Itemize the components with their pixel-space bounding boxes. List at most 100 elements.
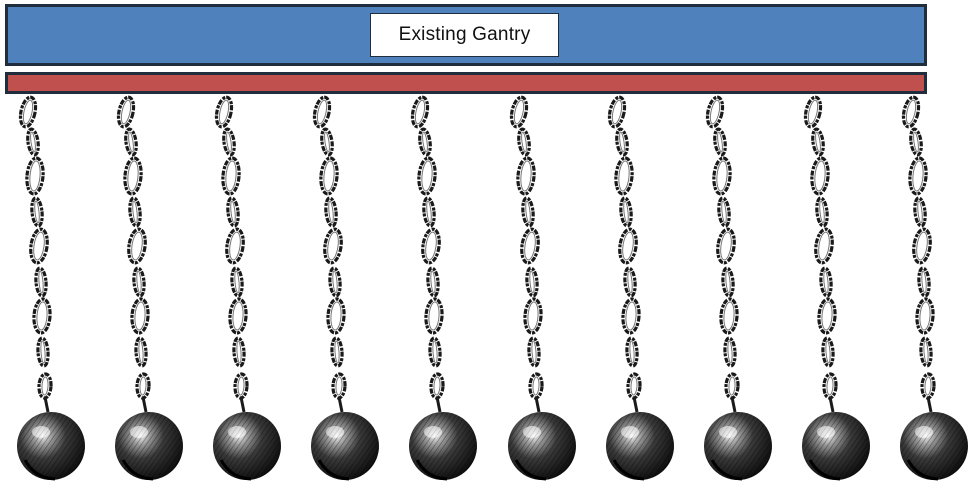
chain-link [716, 227, 736, 265]
chain-link [821, 336, 835, 368]
chain-link [214, 95, 234, 129]
wrecking-ball [409, 412, 477, 481]
wrecking-ball [17, 412, 85, 481]
chain-link [124, 127, 138, 157]
chain-link [915, 297, 935, 335]
chain-link [814, 227, 834, 265]
chain-link [517, 127, 531, 157]
chain-link [428, 336, 442, 368]
chain-link [803, 95, 823, 129]
chain-link [621, 297, 641, 335]
chain-link [30, 196, 44, 228]
chain-link [330, 336, 344, 368]
chain-link [232, 336, 246, 368]
pendulum-8 [704, 95, 772, 481]
chain-link [32, 297, 52, 335]
chain-link [723, 336, 737, 368]
chain-link [410, 95, 430, 129]
chain-link [705, 95, 725, 129]
wrecking-ball [508, 412, 576, 481]
pendulum-10 [900, 95, 968, 481]
pendulum-9 [802, 95, 870, 481]
chain-link [713, 127, 727, 157]
pendulum-6 [508, 95, 576, 481]
chain-link [811, 127, 825, 157]
chain-link [909, 127, 923, 157]
chain-link [222, 127, 236, 157]
chain [607, 95, 642, 413]
chain [116, 95, 151, 413]
chain-link [312, 95, 332, 129]
chain-link [226, 196, 240, 228]
chain-link [619, 196, 633, 228]
chain-link [719, 297, 739, 335]
chain [410, 95, 445, 413]
chain-link [36, 336, 50, 368]
pendulum-3 [213, 95, 281, 481]
chain-link [717, 196, 731, 228]
chain-link [326, 297, 346, 335]
chain-link [912, 227, 932, 265]
chain-link [134, 336, 148, 368]
chain-link [421, 227, 441, 265]
chain-link [127, 227, 147, 265]
pendulum-5 [409, 95, 477, 481]
chain-link [422, 196, 436, 228]
chain-link [523, 297, 543, 335]
pendulum-1 [17, 95, 85, 481]
chain-link [29, 227, 49, 265]
chain [312, 95, 347, 413]
chain-link [521, 196, 535, 228]
chain-link [520, 227, 540, 265]
pendulum-7 [606, 95, 674, 481]
chain-link [26, 127, 40, 157]
chain-link [618, 227, 638, 265]
chain [705, 95, 740, 413]
chain-link [116, 95, 136, 129]
chain-link [221, 156, 241, 196]
chain-link [908, 156, 928, 196]
chain [901, 95, 936, 413]
chain-link [815, 196, 829, 228]
chain-link [25, 156, 45, 196]
chain-link [615, 127, 629, 157]
chain-link [323, 227, 343, 265]
chain-link [18, 95, 38, 129]
chain-link [320, 127, 334, 157]
chain-link [319, 156, 339, 196]
chain-link [810, 156, 830, 196]
chain-link [228, 297, 248, 335]
chain-link [625, 336, 639, 368]
wrecking-ball [802, 412, 870, 481]
wrecking-ball [115, 412, 183, 481]
chain-link [516, 156, 536, 196]
chain-link [130, 297, 150, 335]
wrecking-ball [213, 412, 281, 481]
chain [18, 95, 53, 413]
chain-link [418, 127, 432, 157]
chain-link [324, 196, 338, 228]
chain-link [527, 336, 541, 368]
chain-link [901, 95, 921, 129]
wrecking-ball [900, 412, 968, 481]
chain-link [919, 336, 933, 368]
chain-link [509, 95, 529, 129]
chain [214, 95, 249, 413]
wrecking-ball [704, 412, 772, 481]
chain-link [128, 196, 142, 228]
support-beam [5, 72, 927, 94]
chain-link [614, 156, 634, 196]
chain-link [424, 297, 444, 335]
chain-link [607, 95, 627, 129]
chain [803, 95, 838, 413]
wrecking-ball [311, 412, 379, 481]
pendulum-4 [311, 95, 379, 481]
chain-link [913, 196, 927, 228]
chain [509, 95, 544, 413]
gantry-label: Existing Gantry [370, 13, 559, 57]
chain-link [225, 227, 245, 265]
chain-link [712, 156, 732, 196]
chain-link [817, 297, 837, 335]
wrecking-ball [606, 412, 674, 481]
chain-link [123, 156, 143, 196]
